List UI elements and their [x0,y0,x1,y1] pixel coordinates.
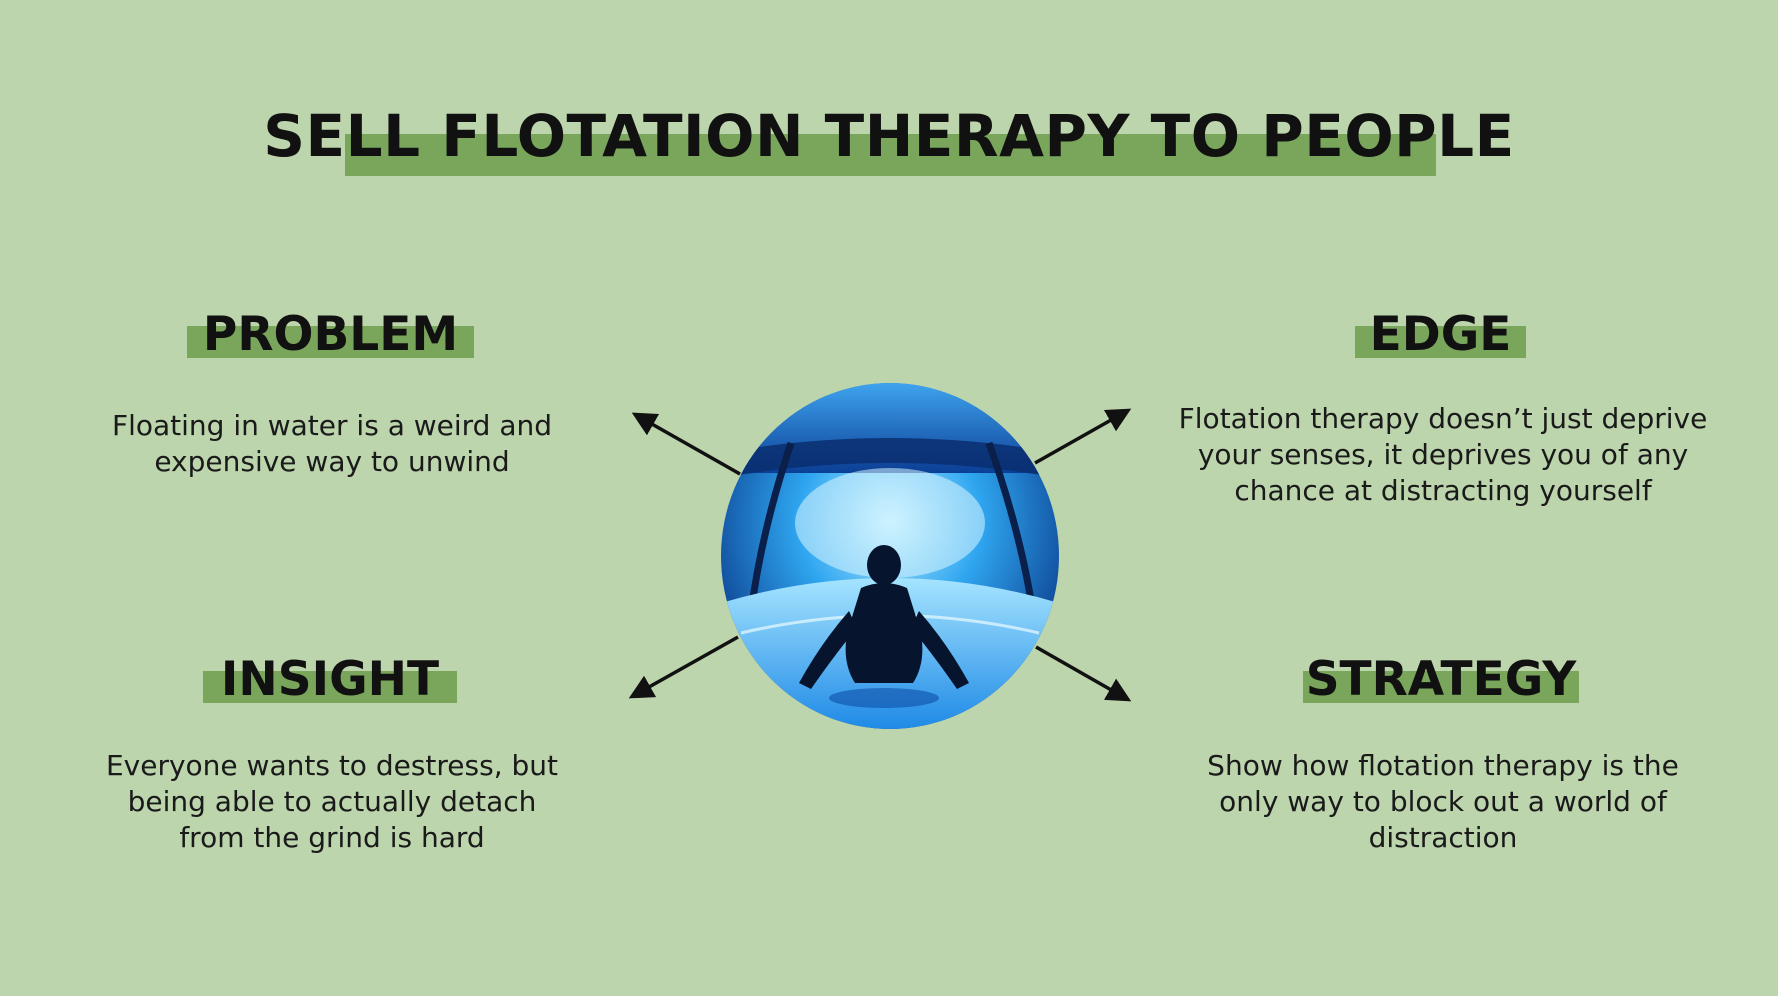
problem-line: expensive way to unwind [154,445,510,478]
insight-highlight-bar [203,671,457,703]
edge-line: chance at distracting yourself [1234,474,1652,507]
strategy-line: distraction [1368,821,1518,854]
strategy-line: only way to block out a world of [1219,785,1667,818]
strategy-heading-block: STRATEGY [1303,651,1579,713]
edge-heading: EDGE [1369,307,1512,362]
flotation-tank-photo [721,383,1059,729]
edge-heading-block: EDGE [1355,306,1526,368]
insight-heading: INSIGHT [220,652,440,707]
edge-description: Flotation therapy doesn’t just deprive y… [1140,401,1746,509]
problem-heading: PROBLEM [202,307,459,362]
insight-description: Everyone wants to destress, but being ab… [60,748,604,856]
strategy-highlight-bar [1303,671,1579,703]
problem-line: Floating in water is a weird and [111,409,553,442]
problem-description: Floating in water is a weird and expensi… [60,408,604,480]
insight-line: being able to actually detach [127,785,537,818]
insight-heading-block: INSIGHT [203,651,457,713]
edge-highlight-bar [1355,326,1526,358]
strategy-heading: STRATEGY [1305,652,1577,707]
edge-line: Flotation therapy doesn’t just deprive [1178,402,1708,435]
title-block: SELL FLOTATION THERAPY TO PEOPLE [0,98,1778,188]
title-highlight-bar [345,134,1436,176]
slide-title: SELL FLOTATION THERAPY TO PEOPLE [263,102,1515,170]
strategy-description: Show how flotation therapy is the only w… [1160,748,1726,856]
insight-line: Everyone wants to destress, but [105,749,559,782]
problem-highlight-bar [187,326,474,358]
edge-line: your senses, it deprives you of any [1197,438,1689,471]
insight-line: from the grind is hard [179,821,485,854]
problem-heading-block: PROBLEM [187,306,474,368]
strategy-line: Show how flotation therapy is the [1207,749,1679,782]
